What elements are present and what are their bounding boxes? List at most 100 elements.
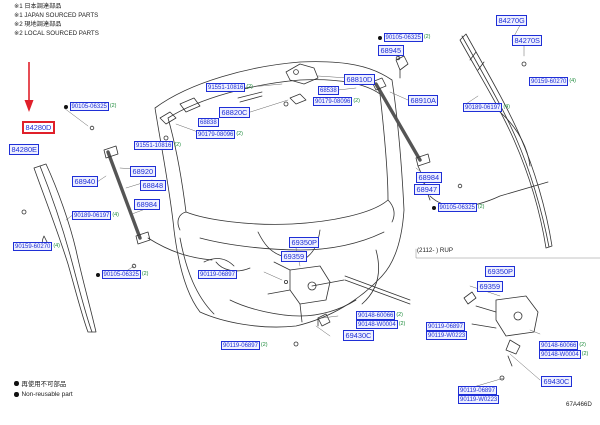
part-number[interactable]: 90148-60066: [539, 341, 579, 350]
non-reusable-dot-icon: [64, 104, 68, 109]
pointer-arrow-icon: [24, 62, 34, 112]
part-number[interactable]: 90119-06897: [198, 270, 237, 279]
callout-68820C[interactable]: 68820C: [219, 107, 250, 119]
callout-90119-06897-c[interactable]: 90119-06897: [426, 322, 465, 331]
part-number[interactable]: 90148-W0004: [539, 350, 581, 359]
callout-90189-06197-b[interactable]: 90189-06197(4): [463, 103, 510, 112]
part-number[interactable]: 91551-10816: [206, 83, 246, 92]
part-number[interactable]: 68848: [140, 180, 166, 192]
part-number[interactable]: 69430C: [343, 330, 374, 342]
callout-90105-06325-c[interactable]: 90105-06325(2): [378, 33, 430, 42]
part-number[interactable]: 90105-06325: [69, 102, 109, 111]
part-number[interactable]: 68945: [378, 45, 404, 57]
part-number[interactable]: 68984: [416, 172, 442, 184]
callout-68920[interactable]: 68920: [130, 166, 156, 178]
part-number[interactable]: 90159-60270: [13, 242, 53, 251]
part-number[interactable]: 90159-60270: [529, 77, 569, 86]
part-number[interactable]: 90105-06325: [101, 270, 141, 279]
callout-68810D[interactable]: 68810D: [344, 74, 375, 86]
callout-90148-60066-a[interactable]: 90148-60066(2): [356, 311, 403, 320]
callout-68984-a[interactable]: 68984: [134, 199, 160, 211]
callout-68838[interactable]: 68838: [198, 118, 219, 127]
callout-69359-a[interactable]: 69359: [281, 251, 307, 263]
callout-90189-06197-a[interactable]: 90189-06197(4): [72, 211, 119, 220]
part-number[interactable]: 68910A: [408, 95, 439, 107]
part-number[interactable]: 90119-W0223: [458, 395, 500, 404]
part-number[interactable]: 90119-06897: [426, 322, 465, 331]
part-number[interactable]: 68538: [318, 86, 339, 95]
part-number[interactable]: 69350P: [289, 237, 320, 249]
callout-69359-b[interactable]: 69359: [477, 281, 503, 293]
part-number[interactable]: 90148-W0004: [356, 320, 398, 329]
part-number[interactable]: 90119-06897: [221, 341, 260, 350]
part-number[interactable]: 68810D: [344, 74, 375, 86]
callout-90148-W0004-b[interactable]: 90148-W0004(2): [539, 350, 588, 359]
part-number[interactable]: 84280D: [22, 121, 55, 135]
callout-84280D[interactable]: 84280D: [22, 121, 55, 135]
callout-68848[interactable]: 68848: [140, 180, 166, 192]
part-number[interactable]: 90119-06897: [458, 386, 497, 395]
callout-90105-06325-a[interactable]: 90105-06325(2): [64, 102, 116, 111]
callout-91551-10816-b[interactable]: 91551-10816(2): [134, 141, 181, 150]
part-quantity: (2): [398, 320, 406, 327]
callout-84270S[interactable]: 84270S: [512, 35, 543, 47]
callout-68945[interactable]: 68945: [378, 45, 404, 57]
part-number[interactable]: 90179-08096: [313, 97, 353, 106]
callout-90179-08096-b[interactable]: 90179-08096(2): [313, 97, 360, 106]
part-number[interactable]: 69359: [477, 281, 503, 293]
callout-69350P-b[interactable]: 69350P: [485, 266, 516, 278]
non-reusable-dot-icon: [14, 381, 19, 386]
part-number[interactable]: 68920: [130, 166, 156, 178]
callout-68538[interactable]: 68538: [318, 86, 339, 95]
part-number[interactable]: 84270G: [496, 15, 528, 27]
callout-91551-10816-a[interactable]: 91551-10816(2): [206, 83, 253, 92]
part-number[interactable]: 69350P: [485, 266, 516, 278]
note-local-en: ※2 LOCAL SOURCED PARTS: [14, 30, 99, 37]
part-number[interactable]: 68838: [198, 118, 219, 127]
right-garnish-strip: [429, 33, 553, 249]
callout-90159-60270-a[interactable]: 90159-60270(4): [13, 242, 60, 251]
callout-84280E[interactable]: 84280E: [9, 144, 40, 156]
callout-69350P-a[interactable]: 69350P: [289, 237, 320, 249]
callout-90119-W0223-b[interactable]: 90119-W0223: [458, 395, 500, 404]
part-number[interactable]: 68984: [134, 199, 160, 211]
part-number[interactable]: 90179-08096: [196, 130, 236, 139]
callout-90119-06897-d[interactable]: 90119-06897: [458, 386, 497, 395]
callout-90119-06897-b[interactable]: 90119-06897(2): [221, 341, 268, 350]
part-number[interactable]: 68947: [414, 184, 440, 196]
callout-68910A[interactable]: 68910A: [408, 95, 439, 107]
callout-90119-W0223-a[interactable]: 90119-W0223: [426, 331, 468, 340]
note-local-ja: ※2 現地調達部品: [14, 21, 62, 28]
part-number[interactable]: 68940: [72, 176, 98, 188]
part-number[interactable]: 90148-60066: [356, 311, 396, 320]
part-number[interactable]: 90105-06325: [437, 203, 477, 212]
callout-90159-60270-b[interactable]: 90159-60270(4): [529, 77, 576, 86]
callout-90105-06325-d[interactable]: 90105-06325(2): [432, 203, 484, 212]
part-number[interactable]: 84280E: [9, 144, 40, 156]
callout-84270G[interactable]: 84270G: [496, 15, 528, 27]
part-number[interactable]: 84270S: [512, 35, 543, 47]
part-number[interactable]: 69359: [281, 251, 307, 263]
legend: 再使用不可部品 Non-reusable part: [14, 379, 73, 401]
legend-text-en: Non-reusable part: [21, 391, 73, 398]
callout-68947[interactable]: 68947: [414, 184, 440, 196]
part-quantity: (2): [579, 341, 586, 348]
part-number[interactable]: 90189-06197: [72, 211, 112, 220]
callout-90105-06325-b[interactable]: 90105-06325(2): [96, 270, 148, 279]
callout-68984-b[interactable]: 68984: [416, 172, 442, 184]
callout-90179-08096-a[interactable]: 90179-08096(2): [196, 130, 243, 139]
legend-text-ja: 再使用不可部品: [21, 381, 67, 388]
callout-69430C-a[interactable]: 69430C: [343, 330, 374, 342]
callout-68940[interactable]: 68940: [72, 176, 98, 188]
part-number[interactable]: 69430C: [541, 376, 572, 388]
part-number[interactable]: 90119-W0223: [426, 331, 468, 340]
part-number[interactable]: 90189-06197: [463, 103, 503, 112]
part-number[interactable]: 91551-10816: [134, 141, 174, 150]
part-number[interactable]: 68820C: [219, 107, 250, 119]
callout-69430C-b[interactable]: 69430C: [541, 376, 572, 388]
callout-90148-60066-b[interactable]: 90148-60066(2): [539, 341, 586, 350]
part-quantity: (2): [423, 33, 431, 40]
callout-90148-W0004-a[interactable]: 90148-W0004(2): [356, 320, 405, 329]
callout-90119-06897-a[interactable]: 90119-06897: [198, 270, 237, 279]
part-number[interactable]: 90105-06325: [383, 33, 423, 42]
